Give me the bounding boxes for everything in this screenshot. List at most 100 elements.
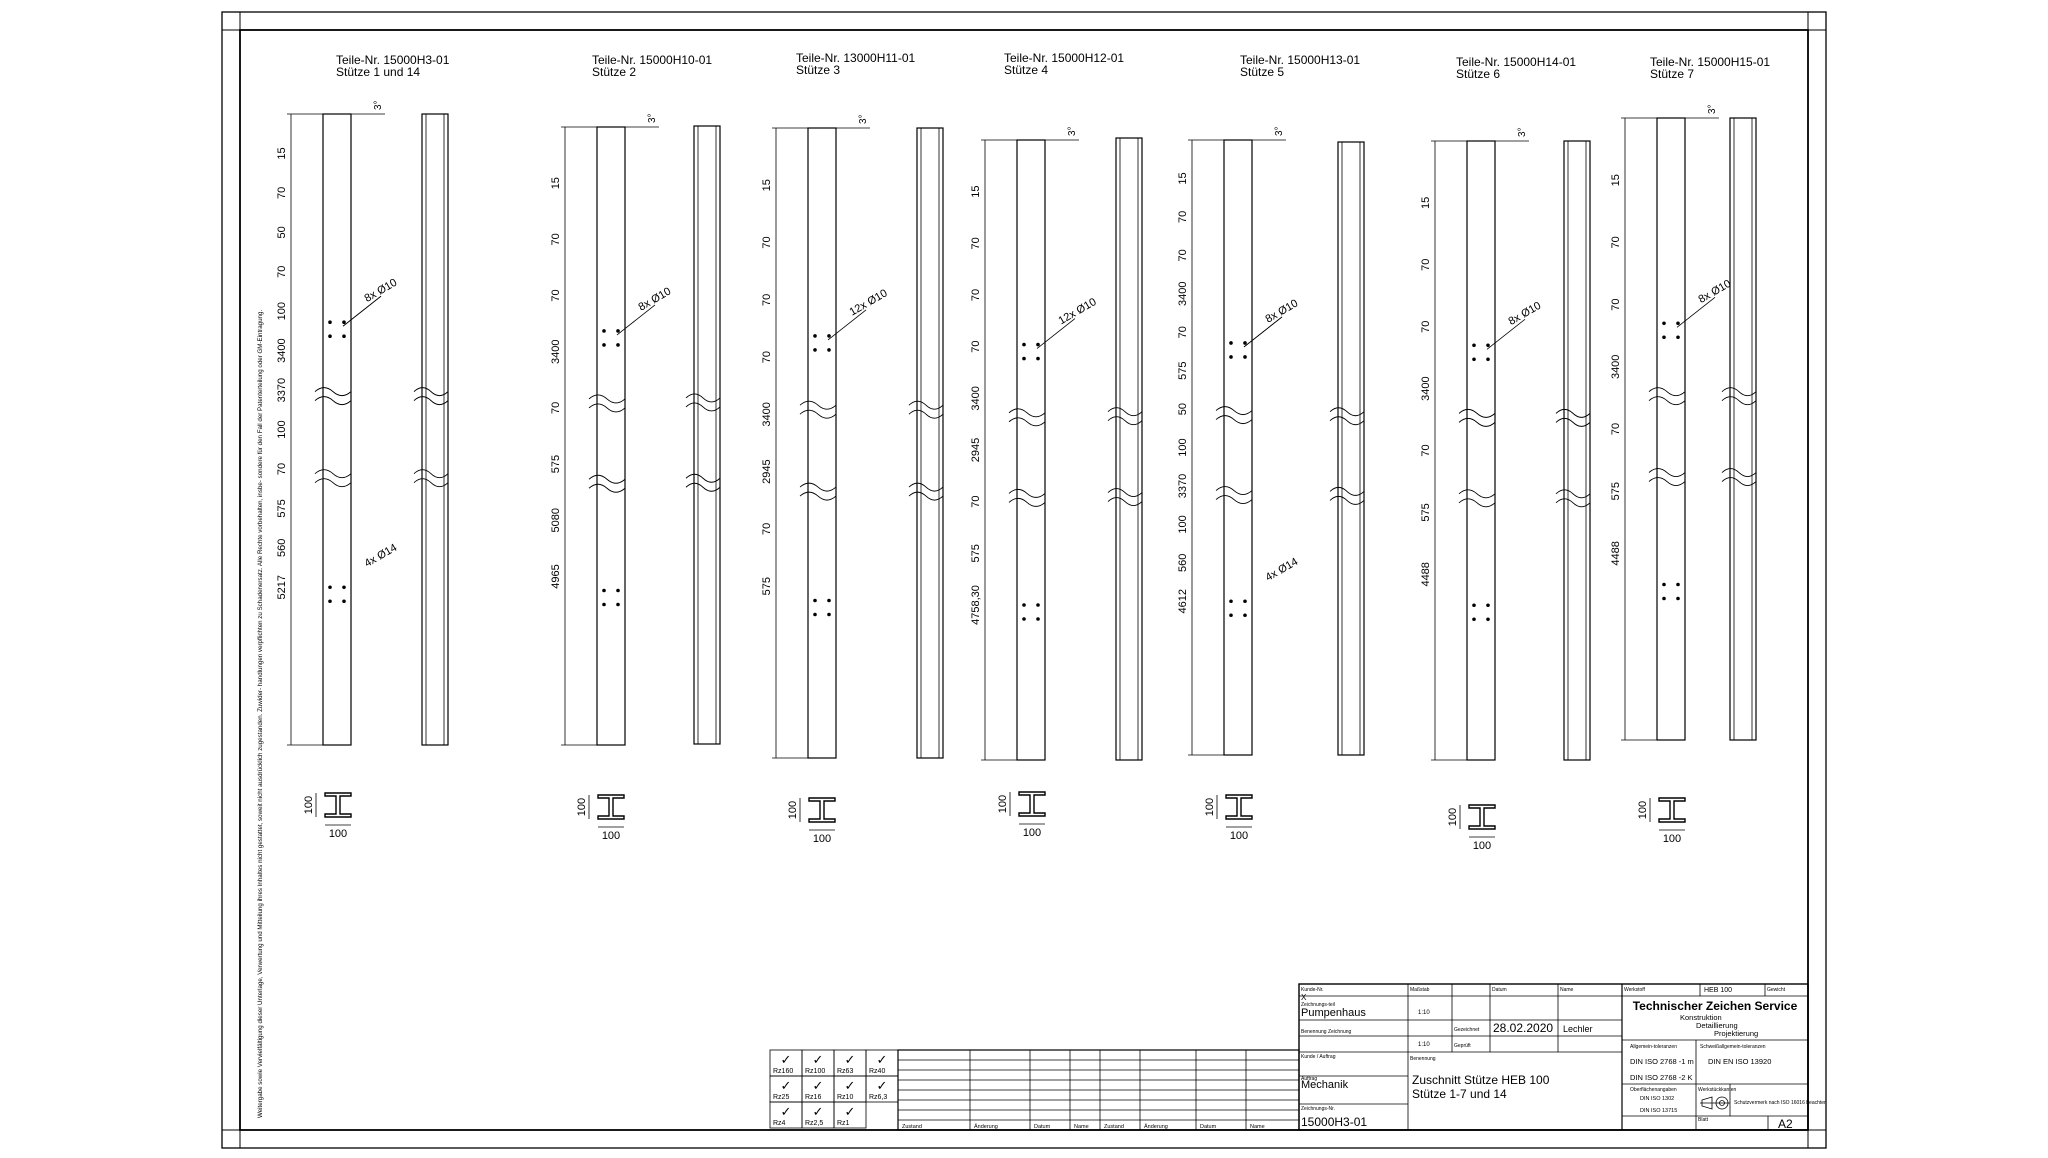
hole — [813, 348, 817, 352]
werkstoff-label: Werkstoff — [1624, 987, 1646, 993]
part-number: Teile-Nr. 15000H14-01 — [1456, 55, 1576, 69]
beam-flange-view — [916, 127, 944, 759]
beam-web-view — [322, 113, 352, 746]
dimension-label: 70 — [276, 187, 288, 199]
hole — [616, 329, 620, 333]
revision-header: Datum — [1200, 1124, 1217, 1130]
hole — [342, 585, 346, 590]
hole — [827, 598, 831, 603]
dimension-label: 3400 — [276, 338, 288, 362]
hole — [616, 343, 620, 347]
part-number: Teile-Nr. 15000H12-01 — [1004, 51, 1124, 65]
company-line-1: Konstruktion — [1680, 1013, 1722, 1022]
surface-roughness-table: ✓Rz160✓Rz100✓Rz63✓Rz40✓Rz25✓Rz16✓Rz10✓Rz… — [769, 1049, 899, 1129]
hole — [1036, 617, 1040, 621]
beam-flange-view — [1115, 137, 1143, 761]
tol-label: Allgemein-toleranzen — [1630, 1044, 1677, 1050]
section-height: 100 — [1447, 808, 1459, 826]
break-line — [588, 394, 626, 413]
angle-label: 3° — [1274, 126, 1285, 136]
benennung-1: Zuschnitt Stütze HEB 100 — [1412, 1073, 1550, 1087]
revision-header: Name — [1250, 1124, 1265, 1130]
break-line — [1555, 408, 1591, 427]
surface-label: Oberflächenangaben — [1630, 1087, 1677, 1093]
dimension-label: 15 — [1177, 172, 1189, 184]
beam-web-view — [1016, 139, 1046, 761]
dimension-label: 5217 — [276, 575, 288, 599]
kunde-nr-label: Kunde-Nr. — [1301, 987, 1324, 993]
surface-check-icon: ✓ — [845, 1078, 856, 1093]
dimension-label: 100 — [276, 420, 288, 438]
dimension-label: 70 — [1610, 423, 1622, 435]
surface-check-icon: ✓ — [781, 1104, 792, 1119]
break-line — [1721, 387, 1757, 406]
auftrag: Mechanik — [1301, 1079, 1349, 1091]
dimension-label: 4612 — [1177, 589, 1189, 613]
break-line — [1458, 489, 1496, 508]
hole — [813, 598, 817, 603]
geprueft-label: Geprüft — [1454, 1043, 1471, 1049]
dimension-label: 100 — [1177, 438, 1189, 456]
dimension-label: 70 — [1177, 211, 1189, 223]
beam-flange-view — [1729, 117, 1757, 741]
beam-flange-view — [1563, 140, 1591, 761]
gezeichnet-label: Gezeichnet — [1454, 1027, 1480, 1033]
hole — [1676, 596, 1680, 601]
hole — [1676, 321, 1680, 326]
hole — [827, 612, 831, 617]
dimension-label: 70 — [970, 289, 982, 301]
angle-label: 3° — [858, 114, 869, 124]
revision-header: Änderung — [974, 1123, 998, 1130]
dimension-label: 575 — [1177, 361, 1189, 379]
outer-border — [221, 11, 1827, 1149]
auftrag-label: Auftrag — [1301, 1076, 1317, 1082]
hole — [1486, 603, 1490, 608]
tol-2: DIN ISO 2768 -2 K — [1630, 1073, 1693, 1082]
hole — [328, 585, 332, 590]
heb-profile — [1658, 797, 1686, 823]
beam-web-view — [1223, 139, 1253, 756]
section-height: 100 — [997, 795, 1009, 813]
dimension-label: 3370 — [1177, 474, 1189, 498]
blatt-label: Blatt — [1698, 1117, 1709, 1123]
angle-label: 3° — [1517, 127, 1528, 137]
break-line — [1107, 407, 1143, 426]
heb-profile — [1018, 791, 1046, 817]
dimension-label: 70 — [761, 294, 773, 306]
hole-callout: 4x Ø14 — [363, 542, 400, 570]
hole — [342, 599, 346, 604]
angle-label: 3° — [647, 113, 658, 123]
part-number: Teile-Nr. 15000H3-01 — [336, 53, 450, 67]
section-height: 100 — [1637, 801, 1649, 819]
hole — [602, 329, 606, 333]
dimension-label: 100 — [276, 302, 288, 320]
part-name: Stütze 5 — [1240, 65, 1284, 79]
weld-1: DIN EN ISO 13920 — [1708, 1057, 1771, 1066]
break-line — [1555, 489, 1591, 508]
dimension-label: 4965 — [550, 564, 562, 588]
dimension-label: 560 — [1177, 554, 1189, 572]
benennung-label: Benennung — [1410, 1056, 1436, 1062]
section-height: 100 — [787, 801, 799, 819]
section-height: 100 — [1204, 798, 1216, 816]
dimension-label: 70 — [1177, 249, 1189, 261]
beam-web-view — [1466, 140, 1496, 761]
hole — [1472, 603, 1476, 608]
tol-1: DIN ISO 2768 -1 m — [1630, 1057, 1694, 1066]
section-width: 100 — [1663, 833, 1681, 845]
dimension-label: 4488 — [1610, 541, 1622, 565]
part-name: Stütze 4 — [1004, 63, 1048, 77]
dimension-label: 70 — [761, 523, 773, 535]
dimension-label: 575 — [550, 455, 562, 473]
legal-note: Weitergabe sowie Vervielfältigung dieser… — [257, 310, 264, 1118]
break-line — [413, 387, 449, 406]
break-line — [799, 400, 837, 419]
angle-label: 3° — [373, 100, 384, 110]
hole-callout: 4x Ø14 — [1264, 556, 1301, 584]
dimension-label: 575 — [970, 544, 982, 562]
hole — [1676, 582, 1680, 587]
